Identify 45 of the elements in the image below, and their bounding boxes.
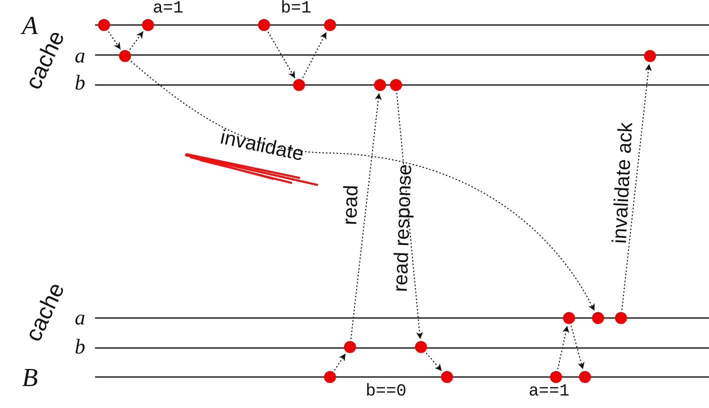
edge-label: read response: [390, 164, 416, 292]
edge-label: invalidate: [218, 127, 306, 165]
event-dot: [98, 19, 110, 31]
event-dot: [324, 371, 336, 383]
arrow: [302, 32, 327, 78]
event-dot: [644, 50, 656, 62]
process-label: A: [22, 11, 38, 40]
event-dot: [374, 79, 386, 91]
arrow: [570, 325, 584, 370]
event-dot: [579, 371, 591, 383]
event-dot: [415, 341, 427, 353]
arrow: [129, 30, 144, 50]
event-dot: [390, 79, 402, 91]
event-dot: [324, 19, 336, 31]
event-label: a=1: [152, 0, 184, 18]
event-dot: [119, 50, 131, 62]
variable-label: b: [74, 334, 86, 360]
arrow: [108, 31, 122, 50]
process-label: B: [22, 363, 38, 393]
event-label: a==1: [528, 382, 570, 402]
event-dot: [563, 312, 575, 324]
event-dot: [293, 79, 305, 91]
arrow: [130, 60, 595, 312]
variable-label: b: [74, 70, 86, 96]
event-dot: [441, 371, 453, 383]
arrow: [396, 92, 424, 340]
event-label: b=1: [280, 0, 312, 18]
arrow: [621, 63, 652, 311]
arrow: [268, 31, 296, 79]
arrow: [350, 92, 382, 340]
event-dot: [615, 312, 627, 324]
variable-label: a: [74, 306, 86, 330]
arrow: [557, 325, 570, 370]
cache-label: cache: [20, 278, 70, 346]
event-dot: [258, 19, 270, 31]
arrow: [426, 352, 442, 372]
arrow: [334, 353, 346, 371]
event-dot: [592, 312, 604, 324]
event-label: b==0: [366, 382, 406, 402]
edge-label: invalidate ack: [610, 122, 636, 244]
edge-label: read: [340, 184, 362, 226]
variable-label: a: [74, 44, 86, 68]
event-dot: [550, 371, 562, 383]
event-dot: [142, 19, 154, 31]
event-dot: [344, 341, 356, 353]
